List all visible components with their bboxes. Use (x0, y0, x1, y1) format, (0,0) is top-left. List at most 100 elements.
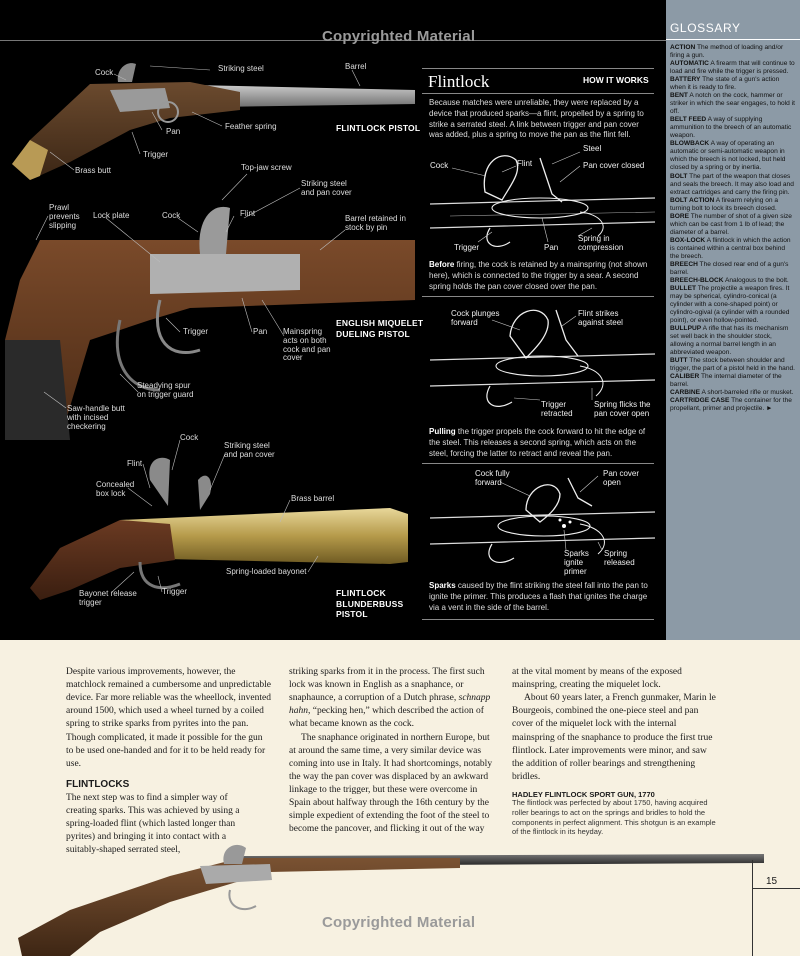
glossary-entry: BOX-LOCK A flintlock in which the action… (670, 237, 796, 261)
miquelet-title-line2: DUELING PISTOL (336, 328, 410, 339)
body-column-3: at the vital moment by means of the expo… (512, 666, 718, 784)
label-cock-3: Cock (180, 433, 199, 442)
label-barrel-retained: Barrel retained in stock by pin (345, 214, 406, 232)
d1-label-flint: Flint (517, 159, 533, 168)
sparks-caption: Sparks caused by the flint striking the … (429, 581, 649, 613)
glossary-entry: BUTT The stock between shoulder and trig… (670, 357, 796, 373)
glossary-definition: The number of shot of a given size which… (670, 212, 792, 236)
glossary-heading: GLOSSARY (670, 21, 741, 35)
page-corner-rule-horizontal (752, 888, 800, 889)
glossary-definition: A flintlock in which the action is conta… (670, 236, 791, 260)
miquelet-title-line1: ENGLISH MIQUELET (336, 318, 424, 328)
miquelet-pistol-title: ENGLISH MIQUELET DUELING PISTOL (336, 318, 423, 339)
d1-label-steel: Steel (583, 144, 602, 153)
glossary-entry: BATTERY The state of a gun's action when… (670, 76, 796, 92)
diagram-pulling-trigger (430, 309, 655, 407)
glossary-entry: BOLT ACTION A firearm relying on a turni… (670, 197, 796, 213)
glossary-entry: CARTRIDGE CASE The container for the pro… (670, 397, 796, 413)
col2-paragraph-1: striking sparks from it in the process. … (289, 666, 495, 732)
d3-label-spring-released: Spring released (604, 549, 635, 567)
glossary-term: BUTT (670, 357, 688, 365)
flintlock-heading-rule (422, 93, 654, 94)
glossary-definition: The part of the weapon that closes and s… (670, 172, 794, 196)
d2-label-trigger-retracted: Trigger retracted (541, 400, 573, 418)
body-column-1: Despite various improvements, however, t… (66, 666, 272, 857)
label-striking-steel: Striking steel (218, 64, 264, 73)
glossary-term: BELT FEED (670, 116, 707, 124)
page-corner-rule-vertical (752, 860, 753, 956)
before-text: firing, the cock is retained by a mainsp… (429, 260, 648, 291)
glossary-term: ACTION (670, 44, 696, 51)
glossary-entry: CARBINE A short-barreled rifle or musket… (670, 389, 796, 397)
sparks-text: caused by the flint striking the steel f… (429, 581, 648, 612)
sparks-bold: Sparks (429, 581, 456, 590)
label-concealed-box-lock: Concealed box lock (96, 480, 135, 498)
how-it-works-label: HOW IT WORKS (583, 75, 649, 85)
glossary-term: BOLT ACTION (670, 196, 715, 204)
glossary-definition: A short-barreled rifle or musket. (700, 389, 794, 397)
label-saw-handle-butt: Saw-handle butt with incised checkering (67, 404, 125, 431)
label-top-jaw-screw: Top-jaw screw (241, 163, 292, 172)
label-barrel: Barrel (345, 62, 367, 71)
glossary-definition: The projectile a weapon fires. It may be… (670, 284, 790, 325)
col2-p1-part-a: striking sparks from it in the process. … (289, 667, 485, 704)
body-column-2: striking sparks from it in the process. … (289, 666, 495, 836)
label-flint-2: Flint (240, 209, 256, 218)
d2-label-flint-strikes: Flint strikes against steel (578, 309, 623, 327)
glossary-entry: BLOWBACK A way of operating an automatic… (670, 140, 796, 172)
glossary-entry: CALIBER The internal diameter of the bar… (670, 373, 796, 389)
watermark-bottom: Copyrighted Material (322, 914, 476, 931)
glossary-definition: The state of a gun's action when it is r… (670, 76, 780, 92)
pistol3-leaders (111, 439, 319, 593)
d1-label-pan: Pan (544, 243, 559, 252)
d1-label-cock: Cock (430, 161, 449, 170)
label-cock: Cock (95, 68, 114, 77)
label-brass-barrel: Brass barrel (291, 494, 335, 503)
label-steadying-spur: Steadying spur on trigger guard (137, 381, 194, 399)
col1-paragraph-2: The next step was to find a simpler way … (66, 792, 240, 856)
label-striking-steel-pan-cover: Striking steel and pan cover (301, 179, 352, 197)
before-caption: Before firing, the cock is retained by a… (429, 260, 649, 292)
glossary-definition: The stock between shoulder and trigger, … (670, 357, 795, 373)
glossary-entry: ACTION The method of loading and/or firi… (670, 44, 796, 60)
glossary-definition: The internal diameter of the barrel. (670, 373, 782, 389)
glossary-entry: BREECH-BLOCK Analogous to the bolt. (670, 277, 796, 285)
label-cock-2: Cock (162, 211, 181, 220)
label-feather-spring: Feather spring (225, 122, 277, 131)
col2-p1-part-b: , “pecking hen,” which described the act… (289, 706, 484, 730)
pistol2-leaders (35, 173, 346, 409)
d1-label-spring: Spring in compression (578, 234, 624, 252)
glossary-entry: AUTOMATIC A firearm that will continue t… (670, 60, 796, 76)
sport-gun-caption: The flintlock was perfected by about 175… (512, 798, 716, 837)
glossary-entry: BREECH The closed rear end of a gun's ba… (670, 261, 796, 277)
col1-paragraph-1: Despite various improvements, however, t… (66, 667, 271, 769)
d3-label-cock-fully-forward: Cock fully forward (475, 469, 510, 487)
glossary-definition: A way of supplying ammunition to the bre… (670, 116, 792, 140)
glossary-entry: BULLET The projectile a weapon fires. It… (670, 285, 796, 325)
pulling-bold: Pulling (429, 427, 456, 436)
label-pan: Pan (166, 127, 181, 136)
flintlock-pistol-title: FLINTLOCK PISTOL (336, 123, 421, 133)
flintlocks-subheading: FLINTLOCKS (66, 778, 130, 790)
glossary-term: AUTOMATIC (670, 60, 709, 68)
label-pan-2: Pan (253, 327, 268, 336)
col3-paragraph-1: at the vital moment by means of the expo… (512, 667, 682, 691)
label-brass-butt: Brass butt (75, 166, 112, 175)
flintlock-top-rule (422, 68, 654, 69)
glossary-definition: A firearm that will continue to load and… (670, 60, 795, 76)
pulling-caption: Pulling the trigger propels the cock for… (429, 427, 649, 459)
page-number: 15 (766, 876, 778, 887)
flintlock-bottom-rule (422, 619, 654, 620)
d2-label-cock-plunges: Cock plunges forward (451, 309, 500, 327)
d3-label-sparks-ignite: Sparks ignite primer (564, 549, 589, 576)
flintlock-rule-3 (422, 463, 654, 464)
hadley-sport-gun-image (18, 844, 764, 956)
glossary-definition: The container for the propellant, primer… (670, 397, 792, 413)
glossary-term: BLOWBACK (670, 140, 710, 148)
blunderbuss-title-line3: PISTOL (336, 609, 368, 620)
miquelet-dueling-pistol-image (5, 206, 415, 440)
pulling-text: the trigger propels the cock forward to … (429, 427, 646, 458)
glossary-term: CARTRIDGE CASE (670, 397, 730, 405)
label-mainspring: Mainspring acts on both cock and pan cov… (283, 327, 331, 363)
before-bold: Before (429, 260, 455, 269)
